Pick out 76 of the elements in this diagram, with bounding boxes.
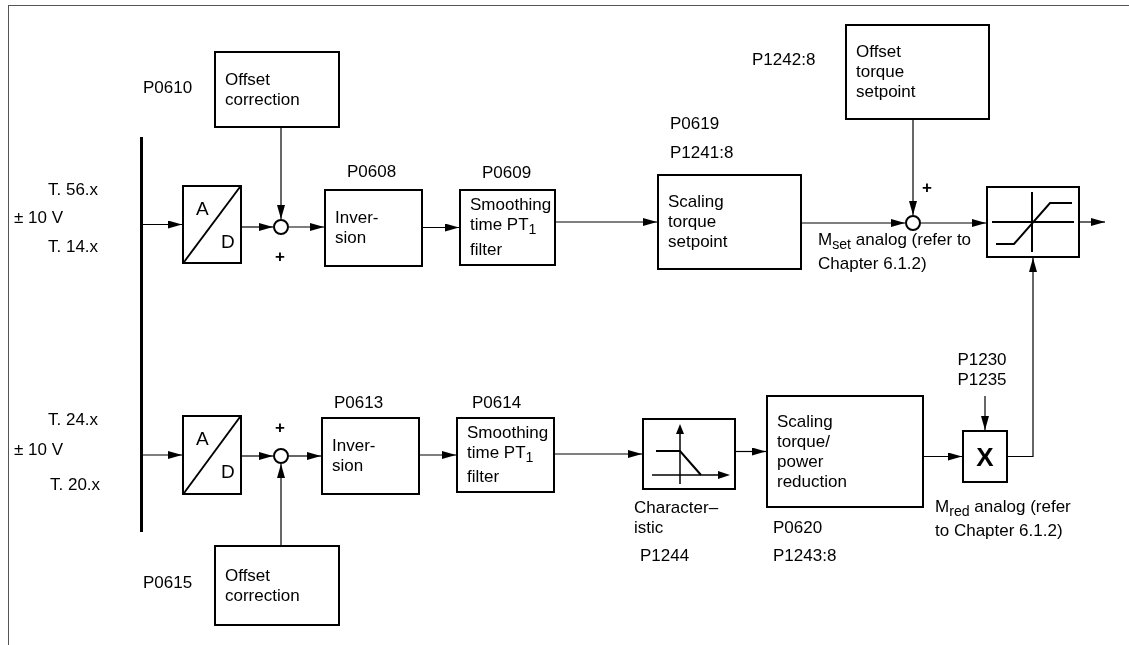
arrow	[288, 452, 322, 460]
arrow	[419, 451, 457, 459]
input-bus-bar	[140, 137, 143, 532]
terminal-label: T. 56.x	[48, 180, 100, 200]
ad-converter-box	[182, 185, 242, 264]
parameter-label: P1241:8	[670, 143, 735, 163]
box-label: Offset correction	[225, 565, 301, 606]
box-label: Offset correction	[225, 69, 301, 110]
parameter-label: P0620	[773, 518, 824, 538]
process-box	[321, 417, 420, 495]
parameter-label: Character– istic	[634, 498, 720, 538]
converter-letter: A	[196, 199, 209, 219]
process-box	[657, 174, 802, 270]
arrow	[981, 395, 989, 431]
process-box	[214, 51, 340, 128]
parameter-label: P0614	[472, 393, 523, 413]
arrow	[1079, 218, 1106, 226]
ad-converter-box	[182, 415, 242, 495]
process-box	[845, 24, 990, 120]
process-box	[324, 189, 423, 267]
arrow	[909, 119, 917, 216]
parameter-label: P1243:8	[773, 546, 838, 566]
summing-junction	[905, 215, 921, 231]
parameter-label: P1230	[957, 350, 1007, 370]
sign-label: +	[275, 247, 285, 267]
converter-letter: A	[196, 429, 209, 449]
terminal-label: T. 14.x	[48, 237, 100, 257]
arrow	[555, 218, 658, 226]
summing-junction	[273, 219, 289, 235]
arrow	[920, 219, 987, 227]
parameter-label: P0610	[143, 78, 194, 98]
summing-junction	[273, 448, 289, 464]
arrow	[142, 220, 183, 229]
box-label: Inver- sion	[332, 436, 377, 476]
arrow	[142, 451, 183, 459]
terminal-label: T. 20.x	[50, 475, 102, 495]
arrow	[735, 447, 767, 456]
edge-label: M$_{set}$ analog (refer to Chapter 6.1.2)	[818, 230, 973, 275]
arrow	[277, 463, 285, 546]
parameter-label: P0615	[143, 573, 194, 593]
converter-letter: D	[221, 232, 235, 252]
sign-label: +	[275, 418, 285, 438]
box-label: Smoothing time PT$_{1}$ filter	[470, 195, 553, 260]
box-label: Offset torque setpoint	[856, 42, 917, 102]
parameter-label: P0608	[347, 162, 398, 182]
arrow	[422, 223, 460, 232]
process-box	[459, 189, 556, 266]
arrow	[277, 127, 285, 220]
parameter-label: P0613	[334, 393, 385, 413]
multiply-sign: X	[976, 443, 994, 470]
terminal-label: ± 10 V	[14, 208, 65, 228]
arrow	[554, 450, 643, 458]
parameter-label: P1244	[640, 546, 691, 566]
terminal-label: T. 24.x	[48, 410, 100, 430]
parameter-label: P0619	[670, 114, 721, 134]
arrow	[241, 452, 274, 460]
parameter-label: P1242:8	[752, 50, 817, 70]
arrow	[801, 219, 906, 227]
box-label: Inver- sion	[335, 208, 380, 248]
sign-label: +	[922, 178, 932, 198]
box-label: Smoothing time PT$_{1}$ filter	[467, 422, 550, 488]
multiplier-box	[962, 430, 1008, 483]
parameter-label: P1235	[957, 370, 1007, 390]
arrow	[241, 223, 274, 231]
arrow	[288, 223, 325, 231]
parameter-label: M$_{red}$ analog (refer to Chapter 6.1.2)	[935, 497, 1072, 542]
process-box	[214, 545, 340, 626]
arrow	[1007, 257, 1037, 458]
process-box	[766, 395, 924, 508]
converter-letter: D	[221, 462, 235, 482]
process-box	[456, 417, 555, 493]
terminal-label: ± 10 V	[14, 440, 65, 460]
parameter-label: P0609	[482, 163, 533, 183]
arrow	[923, 452, 963, 461]
box-label: Scaling torque setpoint	[668, 192, 729, 252]
box-label: Scaling torque/ power reduction	[777, 411, 848, 492]
